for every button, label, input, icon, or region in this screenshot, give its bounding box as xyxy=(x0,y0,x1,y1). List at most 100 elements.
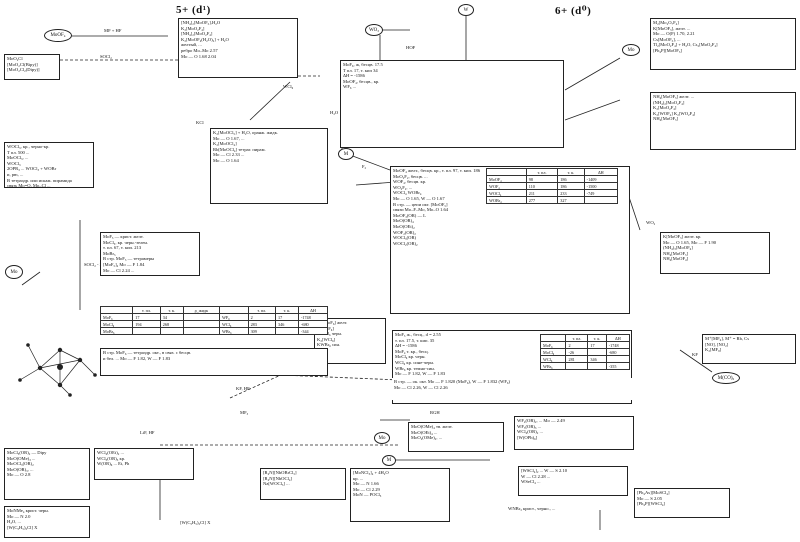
table-cell xyxy=(565,362,589,370)
table-cell: 268 xyxy=(159,320,184,328)
left_table-header-6: т. к. xyxy=(275,306,299,314)
node-mco6: M(CO)₆ xyxy=(712,372,740,384)
table-cell: WOBr₄ xyxy=(486,196,527,204)
label-socl2: SOCl₂ xyxy=(100,54,112,59)
box-n-block: [R₄N][NbOBrCl₅] [R₄N][NbOCl₄] Na[WOCl₅] … xyxy=(260,468,346,500)
box-lower-left: MoCl₃(OR)₂ — Dipy MoO(OMe)₃ ... MoOCl₃(O… xyxy=(4,448,90,500)
arrow-mo-node xyxy=(21,271,41,286)
table-cell: -680 xyxy=(605,348,631,356)
table-cell: MoF₆ xyxy=(99,313,134,321)
box-mome-lower: MoNMe₄ крист. черн. Mo — N 2.0 H₂O, ... … xyxy=(4,506,90,538)
table-cell: WBr₆ xyxy=(218,327,249,335)
left_table-header-1: т. пл. xyxy=(132,306,161,314)
table-cell: 2 xyxy=(565,341,589,349)
label-hoh: H₂O xyxy=(330,110,339,115)
label-kf-hf: KF, HF xyxy=(236,386,250,391)
table-cell xyxy=(275,327,299,335)
table-cell: WOCl₄ xyxy=(486,189,527,197)
table-cell xyxy=(132,327,161,335)
table-cell: 346 xyxy=(587,355,607,363)
table-cell: WOF₄ xyxy=(486,182,527,190)
node-m-pre: M xyxy=(382,455,396,466)
table-cell xyxy=(182,327,220,335)
box-right-mid: NH₄[MoOF₅] желт. ... (NH₄)₂[MoO₂F₄] K₂[M… xyxy=(650,92,796,150)
table-cell xyxy=(182,313,220,321)
table-cell: -344 xyxy=(297,327,329,335)
box-mo-nme: [MoNCl₃]₄ + 4H₂O кр. ... Mo — N 1.66 Mo … xyxy=(350,468,450,522)
table-cell: -1500 xyxy=(583,182,619,190)
arrow-top-right xyxy=(564,57,621,91)
mid_table-header-1: т. пл. xyxy=(565,334,589,342)
table-cell: 17 xyxy=(132,313,161,321)
box-ph4as: [Ph₄As][MoSCl₄] Mo — S 2.05 [Ph₄P][WSCl₄… xyxy=(634,488,730,518)
table-cell: MoCl₆ xyxy=(99,320,134,328)
table-cell: MoF₆ xyxy=(539,341,567,349)
node-w: W xyxy=(458,4,474,16)
table-cell: 17 xyxy=(587,341,607,349)
right_table-header-1: т. пл. xyxy=(525,168,559,176)
table-cell: 2 xyxy=(247,313,277,321)
label-kf: KF xyxy=(692,352,698,357)
table-cell: 186 xyxy=(557,182,585,190)
table-cell: WCl₆ xyxy=(218,320,249,328)
table-cell: 186 xyxy=(557,175,585,183)
left_table-header-5: т. пл. xyxy=(247,306,277,314)
left_table-header-3: ρ_жидк xyxy=(182,306,220,314)
table-cell: WF₆ xyxy=(218,313,249,321)
table-row: MoCl₆-26 -680 xyxy=(539,348,631,356)
table-cell: 211 xyxy=(525,189,559,197)
left_table-header-4 xyxy=(218,306,249,314)
box-mnf6: M⁺[MF₆], M⁺ = Rb, Cs [NO], [NO₂] K₂[MF₈] xyxy=(702,334,796,364)
right_table-header-3: ΔH xyxy=(583,168,619,176)
label-f2: F₂ xyxy=(362,164,367,169)
table-cell: 34 xyxy=(159,313,184,321)
table-cell: WBr₆ xyxy=(539,362,567,370)
octahedron-structure-icon xyxy=(19,344,96,396)
table-cell xyxy=(605,355,631,363)
box-wscl: [WSCl₄]₂ ... W — S 2.10 W — Cl 2.28 ... … xyxy=(518,466,628,496)
label-mf3: MF₃ xyxy=(240,410,249,415)
table-cell: MoCl₆ xyxy=(539,348,567,356)
table-cell xyxy=(182,320,220,328)
box-top-left-fluorides: [NH₄]₂[MoOF₅],H₂O K₂[MoO₂F₄] [NH₄]₂[MoO₂… xyxy=(178,18,298,78)
box-wcl4or: WF₄(OR)₂, ... Mo — 2.49 WF₃(OR)₃ ... WCl… xyxy=(514,416,634,450)
note-left-structure: В стр. MoF₆ — тетраэдр. окт., в связ. с … xyxy=(100,348,328,376)
box-mo-ome: MoO(OMe)₄ тв. желт. MoO(OEt)₄ ... MoO₂(O… xyxy=(408,422,504,452)
table-cell: 309 xyxy=(247,327,277,335)
mid_table-header-0 xyxy=(539,334,567,342)
table-cell: WCl₆ xyxy=(539,355,567,363)
table-row: WBr₆-355 xyxy=(539,362,631,370)
right_table-header-2: т. к. xyxy=(557,168,585,176)
table-cell: -1748 xyxy=(297,313,329,321)
mid_table-header-3: ΔH xyxy=(605,334,631,342)
table-cell: MoOF₄ xyxy=(486,175,527,183)
table-cell: -26 xyxy=(565,348,589,356)
table-cell: 327 xyxy=(557,196,585,204)
box-moo2cl: MoO₂Cl [MoO₂Cl(Bipy)] [MoO₂Cl₂(Dipy)] xyxy=(4,54,60,80)
arrow-right-mid xyxy=(564,99,621,121)
table-cell: 277 xyxy=(525,196,559,204)
note-right-structure: В стр. — ок. окт. Mo — F 1.820 (MoF₆), W… xyxy=(392,378,632,400)
table-cell: 110 xyxy=(525,182,559,190)
box-wcl-lower: WCl₄(OEt)₂ ... WCl₃(OR)₃ кр. W(OR)₆ ... … xyxy=(94,448,194,480)
header-oxidation-5: 5+ (d¹) xyxy=(176,4,211,16)
label-wo2: WO₂ xyxy=(646,220,656,225)
box-mof5: MoF₅ — крист. желт. MoCl₅, кр. черн.-зел… xyxy=(100,232,200,276)
label-kcl: KCl xyxy=(196,120,204,125)
table-cell xyxy=(587,348,607,356)
node-wo3: WO₃ xyxy=(365,24,383,36)
table-cell xyxy=(587,362,607,370)
arrow-kf xyxy=(679,349,713,373)
table-cell xyxy=(583,196,619,204)
box-wocl3: WOCl₃, кр., черно-кр. T пл. 500 ... MoOC… xyxy=(4,142,94,188)
